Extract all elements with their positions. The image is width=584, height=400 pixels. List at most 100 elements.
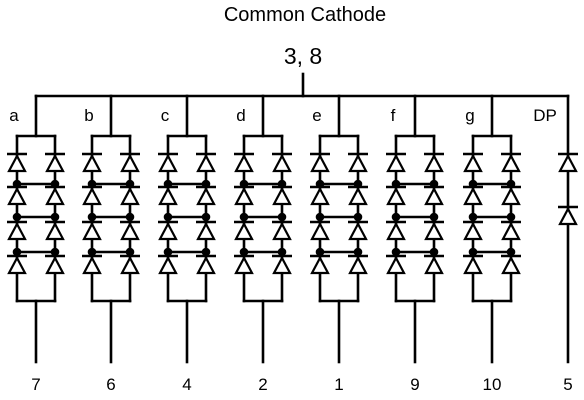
segment-d-led-left-3 — [234, 220, 254, 241]
segment-d-junction-dot — [277, 212, 287, 222]
segment-a-led-right-2 — [45, 185, 65, 206]
segment-b-pin: 6 — [106, 375, 115, 394]
segment-b-led-left-3 — [82, 220, 102, 241]
dp-led-2 — [558, 205, 578, 226]
segment-c-led-right-4 — [196, 254, 216, 275]
segment-f-pin: 9 — [410, 375, 419, 394]
segment-f-junction-dot — [391, 179, 401, 189]
segment-d-led-right-2 — [272, 185, 292, 206]
segment-d-label: d — [236, 106, 245, 125]
segment-a-led-left-3 — [7, 220, 27, 241]
segment-a-led-right-4 — [45, 254, 65, 275]
segment-f-junction-dot — [391, 247, 401, 257]
segment-c-led-left-3 — [158, 220, 178, 241]
segment-g-label: g — [465, 106, 474, 125]
segment-d-junction-dot — [277, 247, 287, 257]
junction-dots — [12, 179, 516, 257]
segment-b-junction-dot — [87, 212, 97, 222]
segment-e-led-left-1 — [310, 152, 330, 173]
segment-g-led-left-2 — [463, 185, 483, 206]
segment-c-led-left-2 — [158, 185, 178, 206]
segment-c-junction-dot — [163, 247, 173, 257]
segment-b-junction-dot — [87, 247, 97, 257]
segment-c-junction-dot — [201, 179, 211, 189]
segment-c-led-right-1 — [196, 152, 216, 173]
segment-b-led-left-1 — [82, 152, 102, 173]
segment-f-led-left-4 — [386, 254, 406, 275]
segment-d-led-left-2 — [234, 185, 254, 206]
segment-a-led-left-2 — [7, 185, 27, 206]
segment-c-led-right-2 — [196, 185, 216, 206]
segment-f-led-right-2 — [424, 185, 444, 206]
segment-b-led-right-4 — [120, 254, 140, 275]
segment-b-led-right-2 — [120, 185, 140, 206]
segment-g-pin: 10 — [483, 375, 502, 394]
segment-g-junction-dot — [468, 179, 478, 189]
segment-d-junction-dot — [239, 212, 249, 222]
segment-g-led-right-1 — [501, 152, 521, 173]
segment-b-led-left-2 — [82, 185, 102, 206]
segment-b-junction-dot — [125, 247, 135, 257]
segment-d-junction-dot — [277, 179, 287, 189]
segment-a-led-left-4 — [7, 254, 27, 275]
segment-d-pin: 2 — [258, 375, 267, 394]
segment-d-junction-dot — [239, 179, 249, 189]
segment-b-led-left-4 — [82, 254, 102, 275]
segment-c-junction-dot — [163, 179, 173, 189]
segment-g-junction-dot — [506, 179, 516, 189]
segment-e-led-left-4 — [310, 254, 330, 275]
segment-c-led-left-1 — [158, 152, 178, 173]
segment-a-junction-dot — [12, 212, 22, 222]
segment-b-led-right-3 — [120, 220, 140, 241]
segment-e-junction-dot — [353, 247, 363, 257]
segment-e-junction-dot — [315, 247, 325, 257]
segment-f-label: f — [391, 106, 396, 125]
segment-e-junction-dot — [315, 179, 325, 189]
segment-a-label: a — [9, 106, 19, 125]
segment-g-junction-dot — [506, 247, 516, 257]
segment-d-led-left-1 — [234, 152, 254, 173]
segment-f-led-right-4 — [424, 254, 444, 275]
segment-g-led-right-2 — [501, 185, 521, 206]
segment-e-led-right-1 — [348, 152, 368, 173]
segment-a-junction-dot — [12, 179, 22, 189]
segment-a-junction-dot — [12, 247, 22, 257]
wiring — [15, 72, 570, 364]
segment-b-led-right-1 — [120, 152, 140, 173]
segment-d-junction-dot — [239, 247, 249, 257]
segment-f-junction-dot — [391, 212, 401, 222]
segment-f-junction-dot — [429, 247, 439, 257]
segment-f-led-right-3 — [424, 220, 444, 241]
segment-c-junction-dot — [163, 212, 173, 222]
segment-c-junction-dot — [201, 212, 211, 222]
dp-label: DP — [533, 106, 557, 125]
segment-b-label: b — [84, 106, 93, 125]
segment-g-led-left-3 — [463, 220, 483, 241]
segment-e-pin: 1 — [334, 375, 343, 394]
segment-f-led-left-1 — [386, 152, 406, 173]
segment-g-led-right-4 — [501, 254, 521, 275]
segment-c-led-right-3 — [196, 220, 216, 241]
segment-f-led-right-1 — [424, 152, 444, 173]
segment-a-pin: 7 — [31, 375, 40, 394]
segment-a-led-right-1 — [45, 152, 65, 173]
segment-e-junction-dot — [315, 212, 325, 222]
segment-a-junction-dot — [50, 247, 60, 257]
segment-d-led-right-4 — [272, 254, 292, 275]
segment-e-led-left-3 — [310, 220, 330, 241]
segment-g-led-right-3 — [501, 220, 521, 241]
segment-e-led-left-2 — [310, 185, 330, 206]
segment-d-led-right-1 — [272, 152, 292, 173]
segment-f-led-left-2 — [386, 185, 406, 206]
segment-e-junction-dot — [353, 212, 363, 222]
segment-g-junction-dot — [468, 247, 478, 257]
segment-g-led-left-4 — [463, 254, 483, 275]
segment-a-led-right-3 — [45, 220, 65, 241]
segment-e-led-right-4 — [348, 254, 368, 275]
segment-c-pin: 4 — [182, 375, 191, 394]
segment-e-label: e — [312, 106, 321, 125]
segment-c-led-left-4 — [158, 254, 178, 275]
segment-g-junction-dot — [506, 212, 516, 222]
